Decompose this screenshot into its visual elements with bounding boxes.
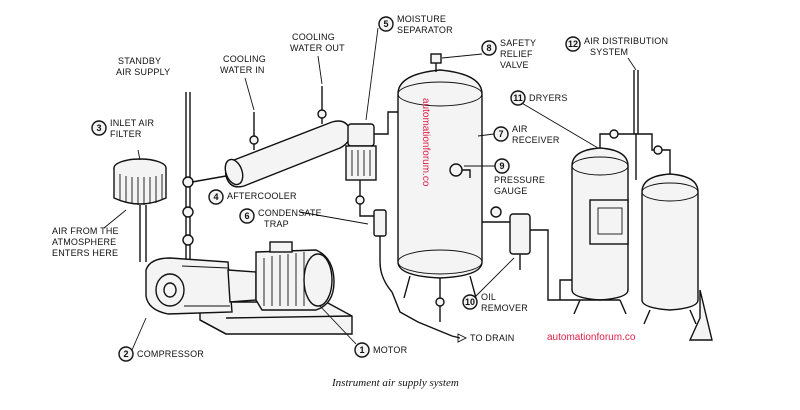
svg-text:9: 9 <box>499 161 504 171</box>
cooling-in-label-1: COOLING <box>223 54 266 64</box>
svg-text:6: 6 <box>244 211 249 221</box>
svg-text:RECEIVER: RECEIVER <box>512 135 560 145</box>
dryer-right <box>641 173 699 325</box>
svg-text:AFTERCOOLER: AFTERCOOLER <box>227 191 297 201</box>
svg-text:12: 12 <box>568 39 578 49</box>
svg-text:8: 8 <box>486 43 491 53</box>
diagram-caption: Instrument air supply system <box>331 377 459 389</box>
svg-text:5: 5 <box>383 19 388 29</box>
standby-label-1: STANDBY <box>118 56 161 66</box>
svg-text:VALVE: VALVE <box>500 60 529 70</box>
svg-text:11: 11 <box>513 93 523 103</box>
svg-text:AIR DISTRIBUTION: AIR DISTRIBUTION <box>584 36 668 46</box>
to-drain-label: TO DRAIN <box>470 333 514 343</box>
callout-11: 11 DRYERS <box>510 90 599 149</box>
moisture-separator <box>345 111 398 206</box>
atmosphere-label-2: ATMOSPHERE <box>52 237 116 247</box>
aftercooler <box>191 86 351 188</box>
cooling-out-leader <box>317 55 323 85</box>
cooling-out-label-2: WATER OUT <box>290 43 345 53</box>
callout-10: 10 OIL REMOVER <box>462 257 528 313</box>
callout-12: 12 AIR DISTRIBUTION SYSTEM <box>565 36 668 71</box>
callout-6: 6 CONDENSATE TRAP <box>239 208 369 229</box>
air-receiver <box>397 53 483 307</box>
svg-text:INLET AIR: INLET AIR <box>110 118 154 128</box>
callout-5: 5 MOISTURE SEPARATOR <box>365 14 453 121</box>
dryer-piping <box>559 70 713 341</box>
callout-9: 9 PRESSURE GAUGE <box>464 158 545 196</box>
svg-text:DRYERS: DRYERS <box>529 93 568 103</box>
svg-text:SEPARATOR: SEPARATOR <box>397 25 453 35</box>
callout-4: 4 AFTERCOOLER <box>208 189 297 205</box>
dryer-left <box>571 147 629 315</box>
svg-text:7: 7 <box>498 129 503 139</box>
svg-text:OIL: OIL <box>481 292 496 302</box>
svg-text:SAFETY: SAFETY <box>500 38 536 48</box>
watermark-vertical: automationforum.co <box>420 98 431 187</box>
condensate-trap <box>359 206 393 293</box>
callout-8: 8 SAFETY RELIEF VALVE <box>441 38 536 70</box>
svg-text:CONDENSATE: CONDENSATE <box>258 208 322 218</box>
svg-text:AIR: AIR <box>512 124 528 134</box>
svg-text:FILTER: FILTER <box>110 129 142 139</box>
svg-text:SYSTEM: SYSTEM <box>590 47 628 57</box>
callout-7: 7 AIR RECEIVER <box>477 124 560 145</box>
callout-1: 1 MOTOR <box>319 305 408 358</box>
cooling-in-leader <box>244 77 255 111</box>
svg-text:10: 10 <box>465 297 475 307</box>
atmosphere-label-1: AIR FROM THE <box>52 226 119 236</box>
svg-text:MOTOR: MOTOR <box>373 345 408 355</box>
svg-text:GAUGE: GAUGE <box>494 186 528 196</box>
oil-remover <box>482 206 560 301</box>
watermark-bottom: automationforum.co <box>547 332 636 343</box>
svg-text:PRESSURE: PRESSURE <box>494 175 545 185</box>
drain-lines <box>391 291 468 343</box>
svg-text:COMPRESSOR: COMPRESSOR <box>137 349 204 359</box>
cooling-out-label-1: COOLING <box>292 32 335 42</box>
motor <box>255 241 335 311</box>
compressor <box>145 257 257 315</box>
svg-text:1: 1 <box>359 345 364 355</box>
cooling-in-label-2: WATER IN <box>220 65 265 75</box>
svg-text:REMOVER: REMOVER <box>481 303 528 313</box>
svg-text:TRAP: TRAP <box>264 219 289 229</box>
atmosphere-label-3: ENTERS HERE <box>52 248 118 258</box>
svg-text:RELIEF: RELIEF <box>500 49 533 59</box>
callout-2: 2 COMPRESSOR <box>118 317 204 362</box>
standby-air-pipe <box>182 92 194 268</box>
svg-text:3: 3 <box>96 123 101 133</box>
svg-text:2: 2 <box>123 349 128 359</box>
atmosphere-leader <box>103 209 127 229</box>
standby-label-2: AIR SUPPLY <box>116 67 170 77</box>
pressure-gauge <box>449 163 471 178</box>
callout-3: 3 INLET AIR FILTER <box>91 118 154 139</box>
inlet-air-filter <box>113 149 167 262</box>
svg-text:4: 4 <box>213 192 218 202</box>
svg-text:MOISTURE: MOISTURE <box>397 14 446 24</box>
